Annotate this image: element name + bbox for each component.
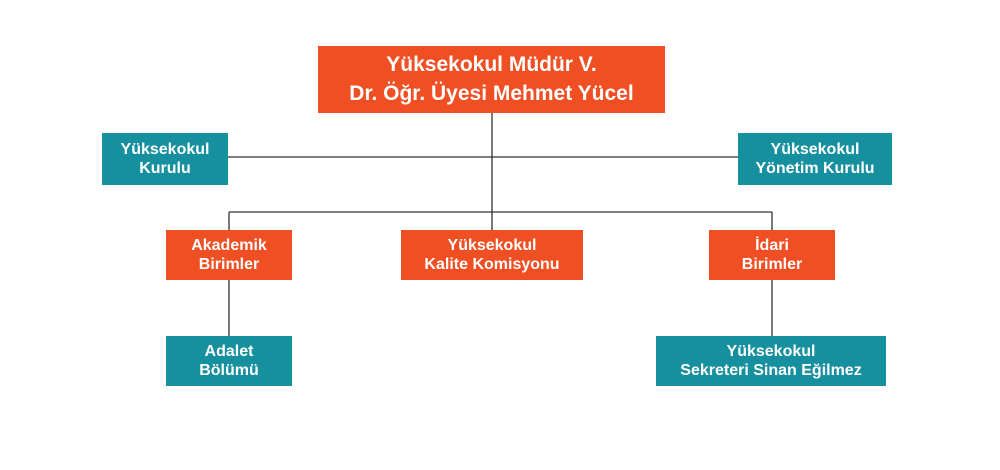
node-board-label: Yüksekokul Kurulu <box>120 140 210 177</box>
node-administrative-units-label: İdari Birimler <box>741 236 803 273</box>
node-executive-board: Yüksekokul Yönetim Kurulu <box>738 133 892 185</box>
node-justice-department-label: Adalet Bölümü <box>199 342 259 379</box>
node-administrative-units: İdari Birimler <box>709 230 835 280</box>
node-board: Yüksekokul Kurulu <box>102 133 228 185</box>
node-quality-commission-label: Yüksekokul Kalite Komisyonu <box>424 236 560 273</box>
node-director: Yüksekokul Müdür V. Dr. Öğr. Üyesi Mehme… <box>318 46 665 113</box>
node-academic-units: Akademik Birimler <box>166 230 292 280</box>
node-secretary-label: Yüksekokul Sekreteri Sinan Eğilmez <box>680 342 862 379</box>
node-director-label: Yüksekokul Müdür V. Dr. Öğr. Üyesi Mehme… <box>349 53 634 105</box>
node-executive-board-label: Yüksekokul Yönetim Kurulu <box>755 140 875 177</box>
node-justice-department: Adalet Bölümü <box>166 336 292 386</box>
node-academic-units-label: Akademik Birimler <box>191 236 267 273</box>
node-quality-commission: Yüksekokul Kalite Komisyonu <box>401 230 583 280</box>
node-secretary: Yüksekokul Sekreteri Sinan Eğilmez <box>656 336 886 386</box>
